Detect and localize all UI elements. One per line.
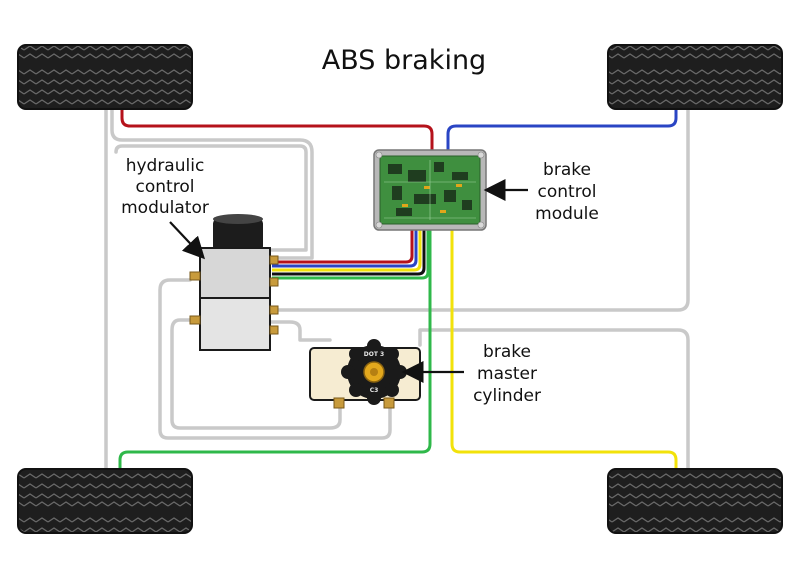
wire-red	[120, 108, 434, 152]
callout-arrows	[169, 179, 528, 383]
modulator-lower-block	[199, 297, 271, 351]
master-cylinder-label-line: cylinder	[473, 386, 541, 406]
modulator-port	[189, 271, 201, 281]
modulator-label-line: control	[136, 177, 195, 197]
cap-text-top: DOT 3	[364, 351, 384, 358]
master-cylinder-label-line: brake	[483, 342, 531, 362]
modulator-port	[269, 325, 279, 335]
master-port	[383, 397, 395, 409]
tyre-tread-icon	[18, 45, 192, 109]
modulator-port	[269, 305, 279, 315]
control-module-label-line: brake	[543, 160, 591, 180]
wire-bundle-yellow	[272, 226, 422, 272]
tyres	[17, 44, 783, 534]
master-cylinder-label-line: master	[477, 364, 537, 384]
brake-line-modulator-right	[268, 320, 332, 342]
wiring	[118, 108, 678, 470]
wire-bundle-green	[272, 226, 430, 280]
tyre-front-right	[607, 44, 783, 110]
control-module-label-line: module	[535, 204, 599, 224]
modulator-port	[269, 255, 279, 265]
wire-yellow	[450, 226, 678, 470]
tyre-tread-icon	[608, 45, 782, 109]
brake-line-rear-right	[418, 328, 690, 472]
wire-bundle-red	[272, 226, 414, 264]
brake-line-modulator-to-master-a	[158, 278, 392, 440]
tyre-tread-icon	[608, 469, 782, 533]
brake-line-front-right	[270, 106, 690, 312]
wire-bundle-black	[272, 226, 426, 276]
modulator-upper-block	[199, 247, 271, 299]
modulator-label-line: modulator	[121, 198, 209, 218]
brake-line-modulator-to-master-b	[170, 318, 342, 430]
wire-green	[118, 226, 432, 470]
wire-blue	[446, 108, 678, 152]
hydraulic-control-modulator	[189, 214, 279, 351]
tyre-rear-right	[607, 468, 783, 534]
reservoir-cap-icon: DOT 3 C3	[341, 339, 407, 405]
modulator-label: hydraulic control modulator	[121, 156, 209, 218]
brake-lines	[104, 106, 690, 472]
modulator-motor	[213, 218, 263, 252]
brake-control-module	[373, 149, 487, 231]
master-cylinder-label: brake master cylinder	[473, 342, 541, 406]
arrow-icon	[169, 221, 206, 260]
tyre-rear-left	[17, 468, 193, 534]
brake-master-cylinder: DOT 3 C3	[309, 339, 421, 409]
master-port	[333, 397, 345, 409]
diagram-title: ABS braking	[322, 45, 486, 76]
tyre-tread-icon	[18, 469, 192, 533]
modulator-port	[189, 315, 201, 325]
tyre-front-left	[17, 44, 193, 110]
control-module-label: brake control module	[535, 160, 599, 224]
brake-line-modulator-outer	[114, 144, 308, 252]
modulator-label-line: hydraulic	[126, 156, 205, 176]
control-module-label-line: control	[538, 182, 597, 202]
modulator-port	[269, 277, 279, 287]
wire-bundle-blue	[272, 226, 418, 268]
cap-text-bottom: C3	[370, 387, 379, 394]
brake-line-front-left-loop	[110, 106, 314, 260]
